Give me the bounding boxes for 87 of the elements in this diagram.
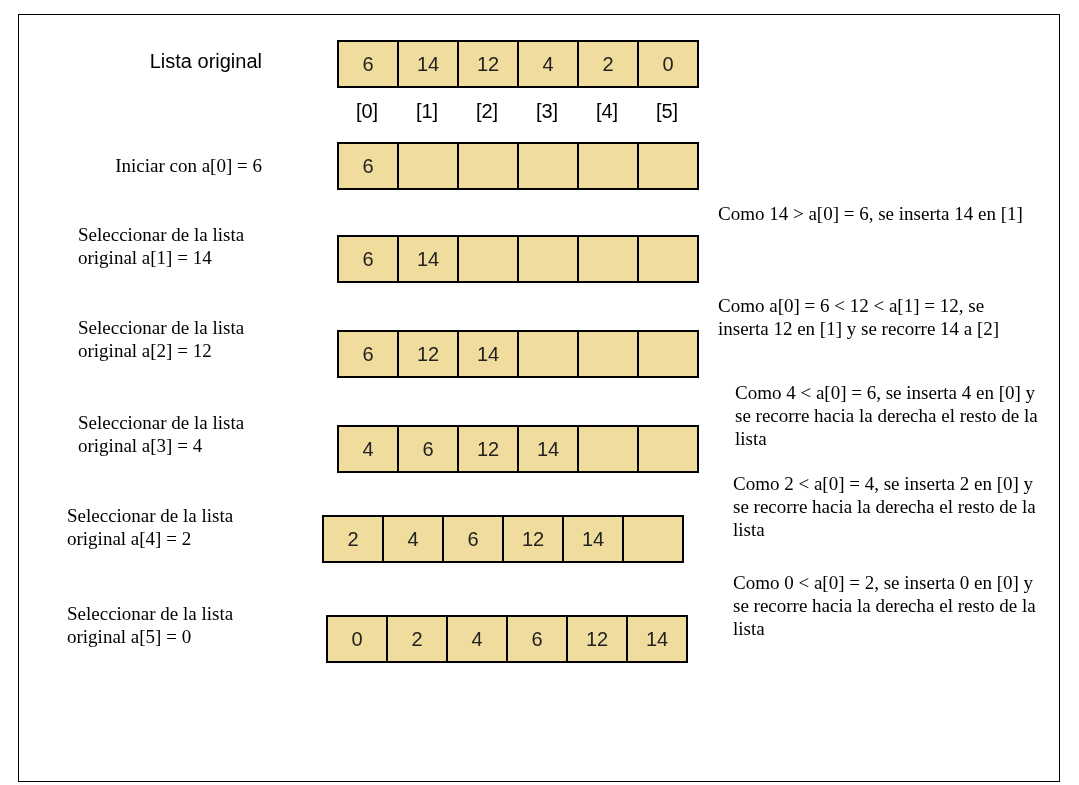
array-cell [622, 515, 684, 563]
cell-value: 12 [521, 527, 545, 551]
index-label: [1] [414, 100, 440, 123]
cell-value: 14 [536, 437, 560, 461]
array-cell [337, 142, 399, 190]
step-note: Como 4 < a[0] = 6, se inserta 4 en [0] y se recorre hacia la derecha el resto de la lista [735, 382, 1039, 451]
index-label: [3] [534, 100, 560, 123]
cell-value: 14 [645, 627, 669, 651]
cell-value: 4 [542, 52, 554, 76]
cell-value: 14 [581, 527, 605, 551]
cell-value: 6 [422, 437, 434, 461]
cell-value: 6 [362, 52, 374, 76]
cell-value: 12 [476, 52, 500, 76]
array-cell [517, 425, 579, 473]
array-cell [637, 142, 699, 190]
row-label: Seleccionar de la lista original a[1] = 14 [78, 224, 246, 270]
cell-value: 6 [467, 527, 479, 551]
array-cell [637, 40, 699, 88]
cell-value: 2 [347, 527, 359, 551]
cell-value: 6 [362, 342, 374, 366]
cell-value: 4 [362, 437, 374, 461]
step-note: Como 14 > a[0] = 6, se inserta 14 en [1] [718, 203, 1024, 226]
array-cell [562, 515, 624, 563]
step-note: Como a[0] = 6 < 12 < a[1] = 12, se inserta 12 en [1] y se recorre 14 a [2] [718, 295, 1001, 341]
array-cell [326, 615, 388, 663]
array-cell [337, 425, 399, 473]
array-cell [517, 40, 579, 88]
array-cell [502, 515, 564, 563]
cell-value: 0 [662, 52, 674, 76]
array-cell [337, 40, 399, 88]
index-label: [0] [354, 100, 380, 123]
array-cell [382, 515, 444, 563]
array-cell [637, 425, 699, 473]
cell-value: 14 [476, 342, 500, 366]
cell-value: 2 [602, 52, 614, 76]
row-label: Iniciar con a[0] = 6 [114, 155, 262, 178]
row-label: Seleccionar de la lista original a[2] = 12 [78, 317, 246, 363]
array-cell [397, 142, 459, 190]
step-note: Como 0 < a[0] = 2, se inserta 0 en [0] y se recorre hacia la derecha el resto de la lista [733, 572, 1037, 641]
array-cell [457, 330, 519, 378]
cell-value: 6 [362, 247, 374, 271]
array-cell [457, 425, 519, 473]
array-cell [577, 40, 639, 88]
array-cell [566, 615, 628, 663]
array-cell [386, 615, 448, 663]
cell-value: 12 [585, 627, 609, 651]
array-cell [626, 615, 688, 663]
cell-value: 4 [471, 627, 483, 651]
array-cell [506, 615, 568, 663]
array-cell [457, 40, 519, 88]
array-cell [457, 235, 519, 283]
array-cell [637, 235, 699, 283]
step-note: Como 2 < a[0] = 4, se inserta 2 en [0] y se recorre hacia la derecha el resto de la lista [733, 473, 1037, 542]
row-label: Lista original [148, 50, 262, 73]
array-cell [397, 330, 459, 378]
cell-value: 14 [416, 247, 440, 271]
cell-value: 0 [351, 627, 363, 651]
array-cell [446, 615, 508, 663]
array-cell [397, 425, 459, 473]
array-cell [577, 330, 639, 378]
index-label: [5] [654, 100, 680, 123]
array-cell [637, 330, 699, 378]
array-cell [517, 235, 579, 283]
array-cell [397, 40, 459, 88]
array-cell [517, 330, 579, 378]
array-cell [442, 515, 504, 563]
array-cell [457, 142, 519, 190]
cell-value: 6 [362, 154, 374, 178]
row-label: Seleccionar de la lista original a[3] = 4 [78, 412, 246, 458]
array-cell [577, 235, 639, 283]
array-cell [577, 142, 639, 190]
cell-value: 14 [416, 52, 440, 76]
cell-value: 6 [531, 627, 543, 651]
cell-value: 4 [407, 527, 419, 551]
array-cell [577, 425, 639, 473]
array-cell [337, 330, 399, 378]
array-cell [337, 235, 399, 283]
array-cell [397, 235, 459, 283]
array-cell [322, 515, 384, 563]
row-label: Seleccionar de la lista original a[4] = 2 [67, 505, 235, 551]
cell-value: 12 [476, 437, 500, 461]
array-cell [517, 142, 579, 190]
index-label: [4] [594, 100, 620, 123]
row-label: Seleccionar de la lista original a[5] = 0 [67, 603, 235, 649]
index-label: [2] [474, 100, 500, 123]
cell-value: 2 [411, 627, 423, 651]
cell-value: 12 [416, 342, 440, 366]
